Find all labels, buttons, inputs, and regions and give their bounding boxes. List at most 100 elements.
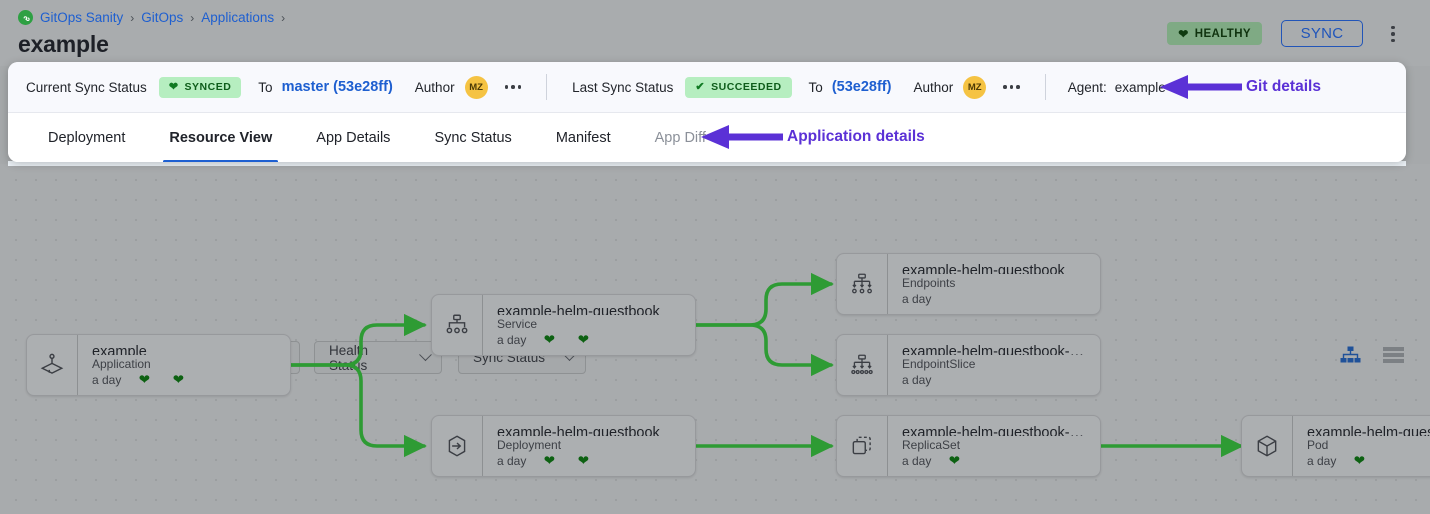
graph-node-service[interactable]: example-helm-guestbook Service a day ❤ ❤	[431, 294, 696, 356]
node-meta: a day	[902, 292, 1090, 306]
node-kind: Service	[497, 317, 538, 331]
service-icon	[432, 295, 482, 355]
node-body: example-helm-guestbook-ct... EndpointSli…	[887, 335, 1100, 395]
page-title: example	[18, 31, 109, 57]
node-kind: ReplicaSet	[902, 438, 961, 452]
node-kind: Application	[92, 357, 151, 371]
endpoints-icon	[837, 254, 887, 314]
health-icon: ❤	[138, 372, 151, 388]
view-toggle-group	[1340, 346, 1404, 364]
list-view-icon[interactable]	[1383, 346, 1404, 364]
graph-node-endpointslice[interactable]: example-helm-guestbook-ct... EndpointSli…	[836, 334, 1101, 396]
node-age: a day	[902, 454, 932, 468]
tab-deployment[interactable]: Deployment	[48, 129, 126, 146]
filter-health-status[interactable]: Health Status	[314, 341, 442, 374]
node-meta: a day ❤	[1307, 454, 1430, 468]
breadcrumb-item-1[interactable]: GitOps	[141, 10, 184, 25]
sync-icon: ❤	[577, 453, 590, 469]
annotation-label-git-details: Git details	[1246, 78, 1321, 95]
annotation-label-application-details: Application details	[787, 128, 925, 145]
panel-tick-strip	[8, 161, 1406, 166]
breadcrumb-separator: ›	[130, 10, 135, 25]
annotation-arrow-git-details	[1160, 75, 1242, 99]
graph-node-replicaset[interactable]: example-helm-guestbook-74... ReplicaSet …	[836, 415, 1101, 477]
annotation-arrow-application-details	[701, 125, 783, 149]
health-icon: ❤	[948, 453, 961, 469]
tab-bar: Deployment Resource View App Details Syn…	[8, 112, 1406, 162]
breadcrumb: GitOps Sanity › GitOps › Applications ›	[18, 10, 285, 25]
current-revision-link[interactable]: master (53e28ff)	[281, 79, 393, 95]
node-kind: Deployment	[497, 438, 562, 452]
last-to-label: To	[808, 79, 823, 95]
app-header: GitOps Sanity › GitOps › Applications › …	[0, 0, 1430, 66]
node-name: example	[92, 344, 147, 355]
graph-node-pod[interactable]: example-helm-guest Pod a day ❤	[1241, 415, 1430, 477]
node-age: a day	[497, 454, 527, 468]
graph-node-application[interactable]: example Application a day ❤ ❤	[26, 334, 291, 396]
heart-icon: ❤	[1178, 26, 1189, 41]
node-meta: a day ❤ ❤	[497, 454, 685, 468]
node-body: example-helm-guestbook Deployment a day …	[482, 416, 695, 476]
last-sync-status-value: SUCCEEDED	[711, 81, 782, 93]
breadcrumb-item-2[interactable]: Applications	[201, 10, 275, 25]
graph-node-endpoints[interactable]: example-helm-guestbook Endpoints a day	[836, 253, 1101, 315]
graph-node-deployment[interactable]: example-helm-guestbook Deployment a day …	[431, 415, 696, 477]
tab-resource-view[interactable]: Resource View	[147, 113, 294, 162]
check-circle-icon: ✔	[695, 80, 706, 93]
current-sync-status-badge: ❤ SYNCED	[158, 76, 242, 98]
node-meta: a day ❤ ❤	[497, 333, 685, 347]
health-icon: ❤	[543, 332, 556, 348]
breadcrumb-separator: ›	[190, 10, 195, 25]
filter-health-status-label: Health Status	[329, 342, 369, 373]
node-body: example Application a day ❤ ❤	[77, 335, 290, 395]
node-age: a day	[92, 373, 122, 387]
avatar: MZ	[963, 75, 987, 99]
health-icon: ❤	[543, 453, 556, 469]
node-age: a day	[902, 373, 932, 387]
kebab-menu-icon[interactable]	[1382, 20, 1404, 48]
last-sync-overflow-icon[interactable]	[1003, 85, 1020, 89]
tab-app-diff[interactable]: App Diff	[654, 129, 706, 146]
node-name: example-helm-guestbook-ct...	[902, 344, 1090, 355]
resource-graph-canvas: Name Kind Health Status Sync Status	[0, 164, 1430, 514]
breadcrumb-separator: ›	[281, 10, 286, 25]
pod-icon	[1242, 416, 1292, 476]
tab-sync-status[interactable]: Sync Status	[434, 129, 512, 146]
node-body: example-helm-guestbook Endpoints a day	[887, 254, 1100, 314]
node-body: example-helm-guestbook Service a day ❤ ❤	[482, 295, 695, 355]
deployment-icon	[432, 416, 482, 476]
filter-bar: Name Kind Health Status Sync Status	[0, 164, 1430, 374]
health-status-label: HEALTHY	[1194, 27, 1251, 40]
last-revision-link[interactable]: (53e28ff)	[831, 79, 892, 95]
node-age: a day	[497, 333, 527, 347]
agent-label: Agent:	[1067, 79, 1107, 95]
last-sync-status-label: Last Sync Status	[572, 79, 674, 95]
tab-manifest[interactable]: Manifest	[555, 129, 611, 146]
node-name: example-helm-guestbook	[497, 425, 660, 436]
agent-value: example	[1114, 79, 1166, 95]
sync-button[interactable]: SYNC	[1281, 20, 1363, 47]
node-meta: a day ❤	[902, 454, 1090, 468]
node-meta: a day ❤ ❤	[92, 373, 280, 387]
node-body: example-helm-guestbook-74... ReplicaSet …	[887, 416, 1100, 476]
sync-icon: ❤	[577, 332, 590, 348]
tree-view-icon[interactable]	[1340, 346, 1361, 364]
health-icon: ❤	[1353, 453, 1366, 469]
current-sync-status-label: Current Sync Status	[26, 79, 147, 95]
current-sync-overflow-icon[interactable]	[504, 85, 522, 89]
endpointslice-icon	[837, 335, 887, 395]
node-age: a day	[902, 292, 932, 306]
tab-app-details[interactable]: App Details	[316, 129, 391, 146]
node-name: example-helm-guestbook	[497, 304, 660, 315]
divider	[546, 74, 548, 100]
application-icon	[27, 335, 77, 395]
node-kind: Pod	[1307, 438, 1329, 452]
node-body: example-helm-guest Pod a day ❤	[1292, 416, 1430, 476]
chevron-down-icon	[419, 348, 432, 361]
node-age: a day	[1307, 454, 1337, 468]
heart-icon: ❤	[168, 80, 179, 93]
node-meta: a day	[902, 373, 1090, 387]
breadcrumb-item-0[interactable]: GitOps Sanity	[40, 10, 124, 25]
node-kind: Endpoints	[902, 276, 956, 290]
